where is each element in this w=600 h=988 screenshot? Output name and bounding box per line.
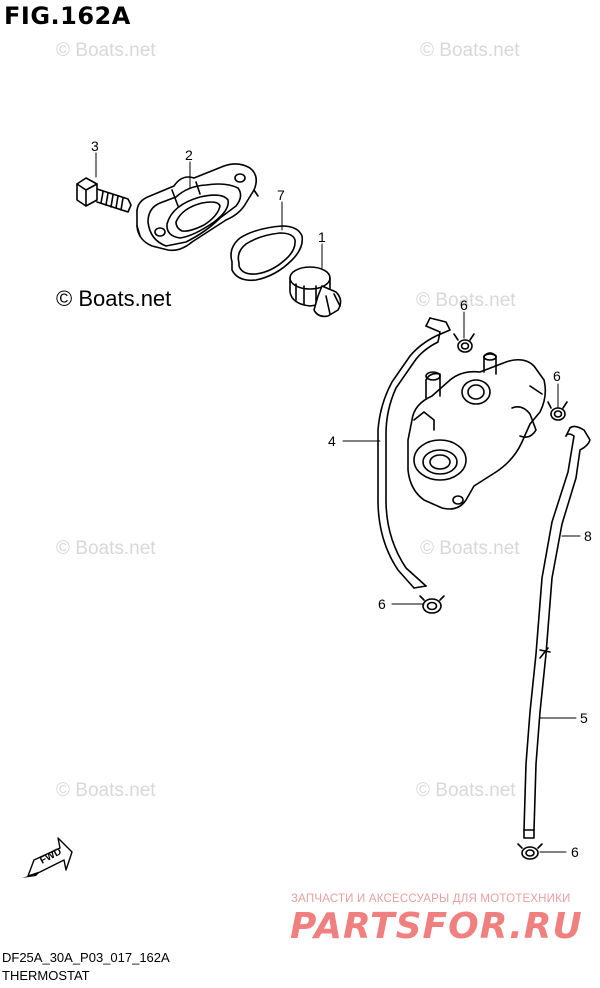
hose-part (377, 317, 451, 589)
callout-6: 6 (378, 596, 386, 612)
callout-6: 6 (571, 844, 579, 860)
clamp-part (419, 595, 445, 614)
figure-code: DF25A_30A_P03_017_162A (2, 950, 170, 965)
callout-5: 5 (580, 710, 588, 726)
watermark-large: © Boats.net (56, 286, 172, 311)
clamp-part (517, 843, 543, 860)
watermark: © Boats.net (56, 40, 156, 61)
callout-7: 7 (277, 187, 285, 203)
figure-title: FIG.162A (4, 2, 131, 30)
watermark: © Boats.net (420, 538, 520, 559)
leader-lines (95, 152, 581, 853)
thermostat-part (289, 266, 342, 318)
long-hose-part (523, 425, 591, 839)
shop-logo: PARTSFOR.RU (290, 906, 583, 947)
thermostat-cover-part (136, 163, 259, 252)
clamp-part (453, 333, 475, 353)
callout-1: 1 (318, 229, 326, 245)
callout-2: 2 (185, 147, 193, 163)
bolt-part (76, 177, 132, 213)
watermark: © Boats.net (56, 780, 156, 801)
callout-4: 4 (328, 433, 336, 449)
figure-name: THERMOSTAT (2, 968, 90, 983)
shop-tagline: ЗАПЧАСТИ И АКСЕССУАРЫ ДЛЯ МОТОТЕХНИКИ (291, 893, 571, 905)
thermostat-case-part (407, 352, 547, 510)
callout-8: 8 (584, 528, 592, 544)
callout-6: 6 (553, 368, 561, 384)
watermark: © Boats.net (416, 780, 516, 801)
watermark: © Boats.net (416, 290, 516, 311)
clamp-part (547, 401, 568, 421)
fwd-arrow-icon: FWD (22, 837, 73, 878)
watermark: © Boats.net (420, 40, 520, 61)
gasket-part (230, 225, 304, 282)
callout-3: 3 (91, 138, 99, 154)
callout-6: 6 (460, 297, 468, 313)
watermark: © Boats.net (56, 538, 156, 559)
